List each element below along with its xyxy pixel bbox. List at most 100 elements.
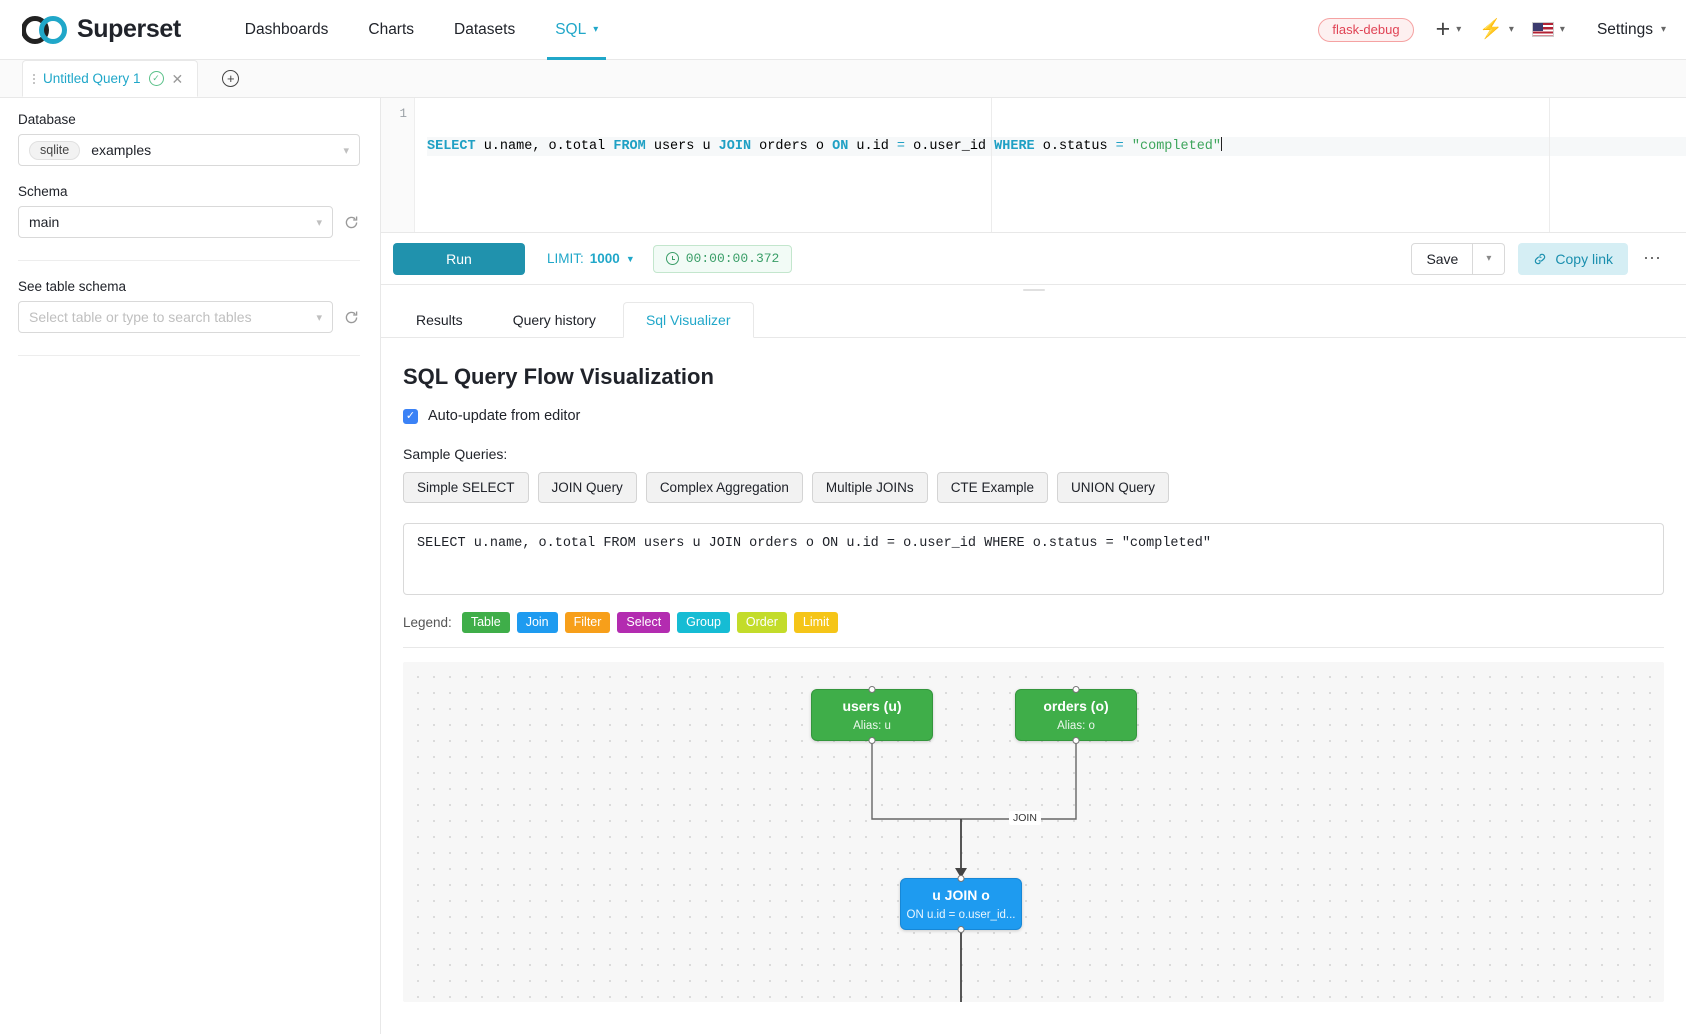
divider [18, 355, 360, 356]
nav-link-datasets[interactable]: Datasets [434, 0, 535, 60]
port-bottom [1072, 737, 1080, 744]
page-title: SQL Query Flow Visualization [403, 364, 714, 389]
drag-handle-icon[interactable] [33, 73, 35, 84]
close-icon[interactable]: ✕ [171, 70, 184, 87]
query-timer: 00:00:00.372 [652, 244, 793, 273]
legend-chip-order: Order [736, 612, 787, 633]
auto-update-checkbox[interactable]: ✓ [403, 408, 418, 424]
tab-results[interactable]: Results [393, 302, 486, 338]
nav-link-label: SQL [555, 20, 587, 38]
copy-link-button[interactable]: Copy link [1518, 242, 1628, 275]
query-tab-label: Untitled Query 1 [43, 71, 141, 86]
refresh-icon[interactable] [343, 214, 360, 231]
refresh-icon[interactable] [343, 309, 360, 326]
chevron-down-icon: ▾ [593, 24, 599, 35]
schema-select[interactable]: main ▾ [18, 206, 333, 238]
database-value: examples [91, 142, 152, 158]
database-label: Database [18, 112, 76, 127]
brand[interactable]: Superset [0, 15, 181, 44]
chevron-down-icon: ▾ [1508, 24, 1514, 35]
tab-label: Results [416, 312, 463, 328]
us-flag-icon [1531, 22, 1554, 37]
top-navbar: Superset Dashboards Charts Datasets SQL … [0, 0, 1686, 60]
table-select[interactable]: Select table or type to search tables ▾ [18, 301, 333, 333]
limit-label: LIMIT: [547, 251, 584, 266]
tab-label: Query history [512, 312, 596, 328]
right-panel: 1 SELECT u.name, o.total FROM users u JO… [381, 98, 1686, 1034]
node-title: users (u) [842, 698, 902, 715]
link-icon [1535, 253, 1546, 264]
database-engine-chip: sqlite [29, 140, 81, 160]
schema-value: main [29, 214, 60, 230]
panel-resize-handle[interactable] [381, 285, 1686, 295]
nav-link-charts[interactable]: Charts [348, 0, 434, 60]
query-tab-untitled-query-1[interactable]: Untitled Query 1 ✓ ✕ [22, 60, 199, 97]
sample-btn-cte-example[interactable]: CTE Example [936, 472, 1048, 503]
sql-visualizer-pane: SQL Query Flow Visualization ✓ Auto-upda… [381, 338, 1686, 1034]
nav-link-label: Dashboards [244, 20, 329, 38]
run-toolbar-right: Save ▾ Copy link ⋯ [1411, 242, 1664, 275]
sample-btn-join-query[interactable]: JOIN Query [537, 472, 637, 503]
legend-chip-table: Table [461, 612, 510, 633]
database-select[interactable]: sqlite examples ▾ [18, 134, 360, 166]
body-split: Database sqlite examples ▾ Schema main ▾ [0, 98, 1686, 1034]
copy-link-label: Copy link [1555, 250, 1613, 267]
sample-btn-complex-aggregation[interactable]: Complex Aggregation [645, 472, 803, 503]
bolt-menu[interactable]: ⚡ ▾ [1479, 20, 1514, 39]
clock-icon [665, 252, 679, 265]
nav-link-dashboards[interactable]: Dashboards [225, 0, 349, 60]
save-button[interactable]: Save [1411, 242, 1474, 275]
flow-node-orders[interactable]: orders (o) Alias: o [1015, 686, 1137, 744]
nav-link-sql[interactable]: SQL ▾ [535, 0, 618, 60]
settings-label: Settings [1596, 20, 1653, 38]
flow-node-join[interactable]: u JOIN o ON u.id = o.user_id... [900, 875, 1022, 933]
tab-sql-visualizer[interactable]: Sql Visualizer [622, 302, 754, 338]
node-subtitle: Alias: u [853, 719, 891, 732]
nav-link-label: Datasets [454, 20, 516, 38]
editor-gutter: 1 [381, 98, 415, 232]
sample-btn-simple-select[interactable]: Simple SELECT [403, 472, 529, 503]
tab-query-history[interactable]: Query history [490, 302, 619, 338]
schema-row: main ▾ [18, 206, 360, 238]
chevron-down-icon: ▾ [1456, 24, 1462, 35]
chevron-down-icon: ▾ [1660, 24, 1666, 35]
run-toolbar: Run LIMIT: 1000 ▼ 00:00:00.372 Save ▾ [381, 233, 1686, 285]
port-top [957, 875, 965, 882]
legend-chip-select: Select [617, 612, 671, 633]
table-schema-label: See table schema [18, 279, 127, 294]
chevron-down-icon[interactable]: ▾ [1473, 242, 1506, 275]
chevron-down-icon: ▼ [625, 253, 635, 264]
nav-link-label: Charts [368, 20, 415, 38]
auto-update-label: Auto-update from editor [428, 408, 581, 424]
run-button[interactable]: Run [393, 242, 525, 275]
result-tabs: Results Query history Sql Visualizer [381, 295, 1686, 338]
limit-value: 1000 [589, 251, 620, 266]
language-menu[interactable]: ▾ [1531, 22, 1565, 37]
sample-btn-multiple-joins[interactable]: Multiple JOINs [811, 472, 928, 503]
sample-queries-label: Sample Queries: [403, 446, 508, 462]
flow-edges [871, 741, 1077, 1002]
flow-node-users[interactable]: users (u) Alias: u [811, 686, 933, 744]
table-schema-row: Select table or type to search tables ▾ [18, 301, 360, 333]
ellipsis-icon[interactable]: ⋯ [1643, 248, 1662, 268]
new-menu[interactable]: + ▾ [1436, 17, 1462, 42]
limit-dropdown[interactable]: LIMIT: 1000 ▼ [547, 251, 635, 266]
query-tab-bar: Untitled Query 1 ✓ ✕ + [0, 60, 1686, 98]
port-top [1072, 686, 1080, 693]
edge-label-join: JOIN [1009, 811, 1041, 825]
add-tab-icon[interactable]: + [222, 70, 240, 87]
sample-query-buttons: Simple SELECT JOIN Query Complex Aggrega… [403, 472, 1664, 503]
query-input[interactable] [403, 523, 1664, 595]
divider [403, 647, 1664, 648]
check-circle-icon: ✓ [148, 71, 164, 86]
editor-code-area[interactable]: SELECT u.name, o.total FROM users u JOIN… [415, 98, 1686, 232]
flow-canvas[interactable]: JOIN users (u) Alias: u orders (o) Alias… [403, 662, 1664, 1002]
node-title: u JOIN o [932, 887, 990, 904]
legend-chip-group: Group [677, 612, 730, 633]
sql-editor[interactable]: 1 SELECT u.name, o.total FROM users u JO… [381, 98, 1686, 233]
settings-menu[interactable]: Settings ▾ [1597, 21, 1666, 39]
chevron-down-icon: ▾ [316, 216, 322, 229]
superset-logo-icon [22, 15, 67, 44]
sample-btn-union-query[interactable]: UNION Query [1056, 472, 1169, 503]
